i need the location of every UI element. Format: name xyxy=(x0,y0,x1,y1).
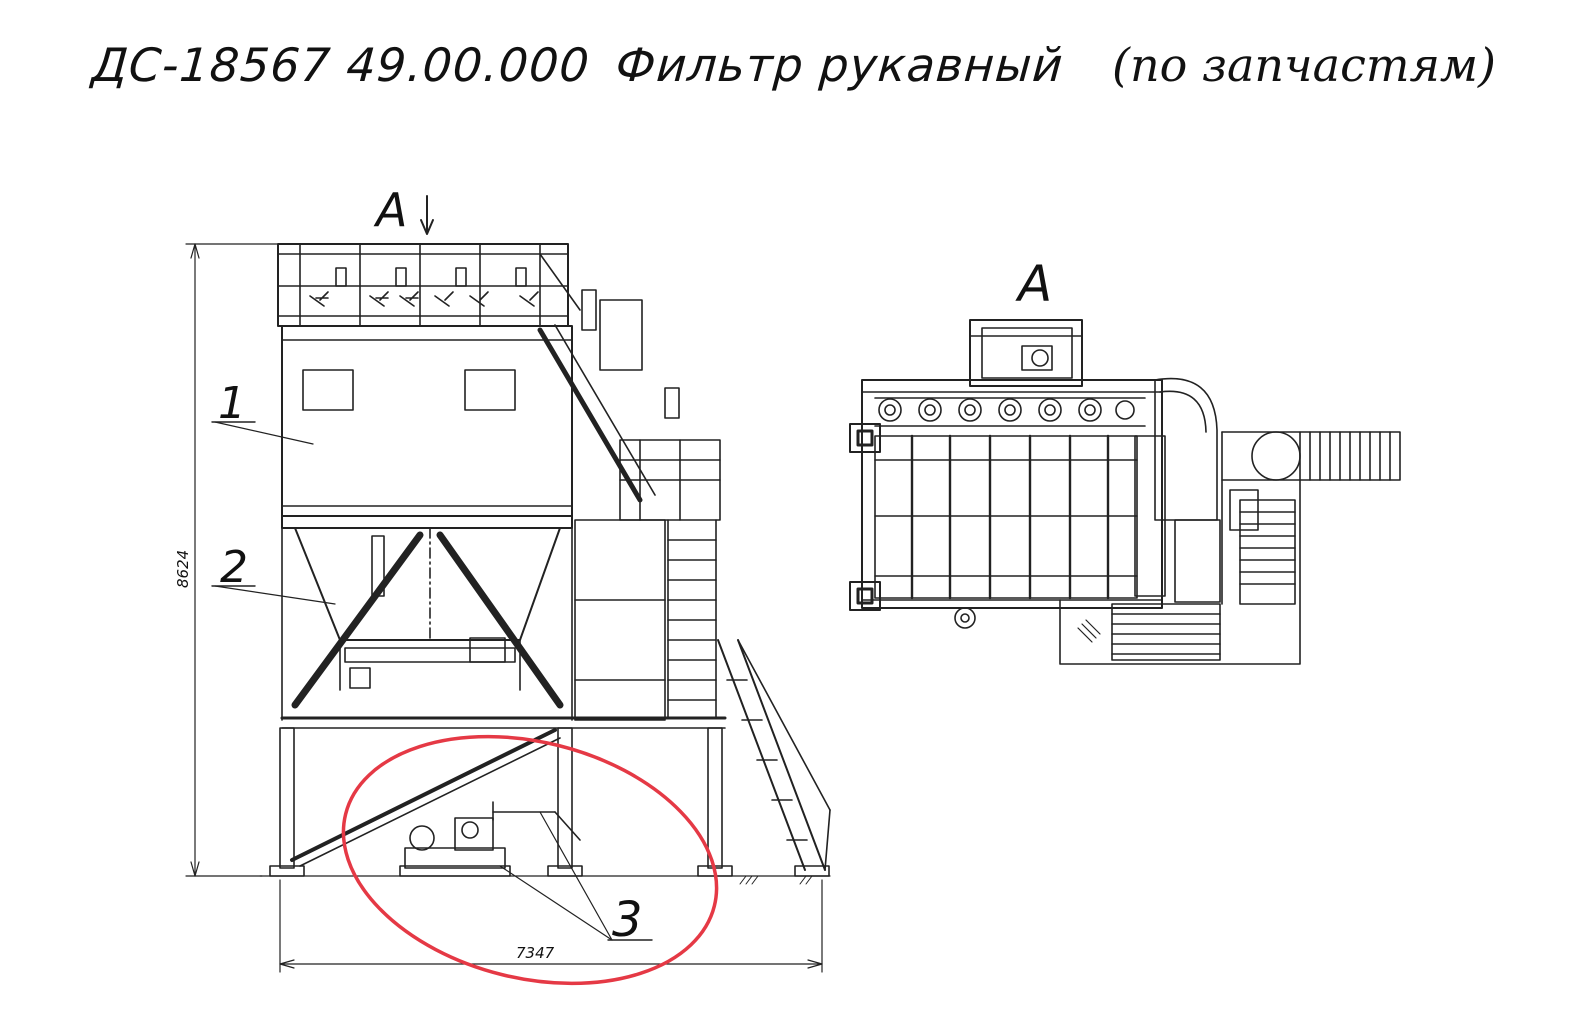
view-marker-label: А xyxy=(373,183,407,237)
highlight-ellipse xyxy=(341,734,719,986)
title-note: (по запчастям) xyxy=(1112,38,1496,92)
fan-duct xyxy=(1134,377,1301,605)
plan-view xyxy=(849,319,1401,665)
upper-housing xyxy=(281,325,573,517)
side-elevation xyxy=(185,195,831,973)
plan-view-label: А xyxy=(1015,255,1052,313)
bag-sections xyxy=(874,434,1138,600)
height-dimension xyxy=(185,243,279,877)
callout-3: 3 xyxy=(612,892,643,948)
screw-conveyor-unit xyxy=(290,728,653,941)
drawing-title: ДС-18567 49.00.000 Фильтр рукавный (по з… xyxy=(0,30,1579,110)
hopper xyxy=(281,515,573,721)
plan-stair-lower xyxy=(1059,479,1301,665)
ground-hatch xyxy=(739,875,813,885)
view-arrow xyxy=(420,195,434,235)
side-structure xyxy=(537,289,831,877)
bag-rings xyxy=(874,397,1146,427)
plan-stair-right xyxy=(1299,431,1401,481)
callout-1: 1 xyxy=(218,378,246,429)
callout-2: 2 xyxy=(220,542,248,593)
width-dimension xyxy=(279,879,823,973)
roof-railing xyxy=(277,243,581,327)
width-dimension-value: 7347 xyxy=(516,944,555,962)
height-dimension-value: 8624 xyxy=(174,550,192,588)
